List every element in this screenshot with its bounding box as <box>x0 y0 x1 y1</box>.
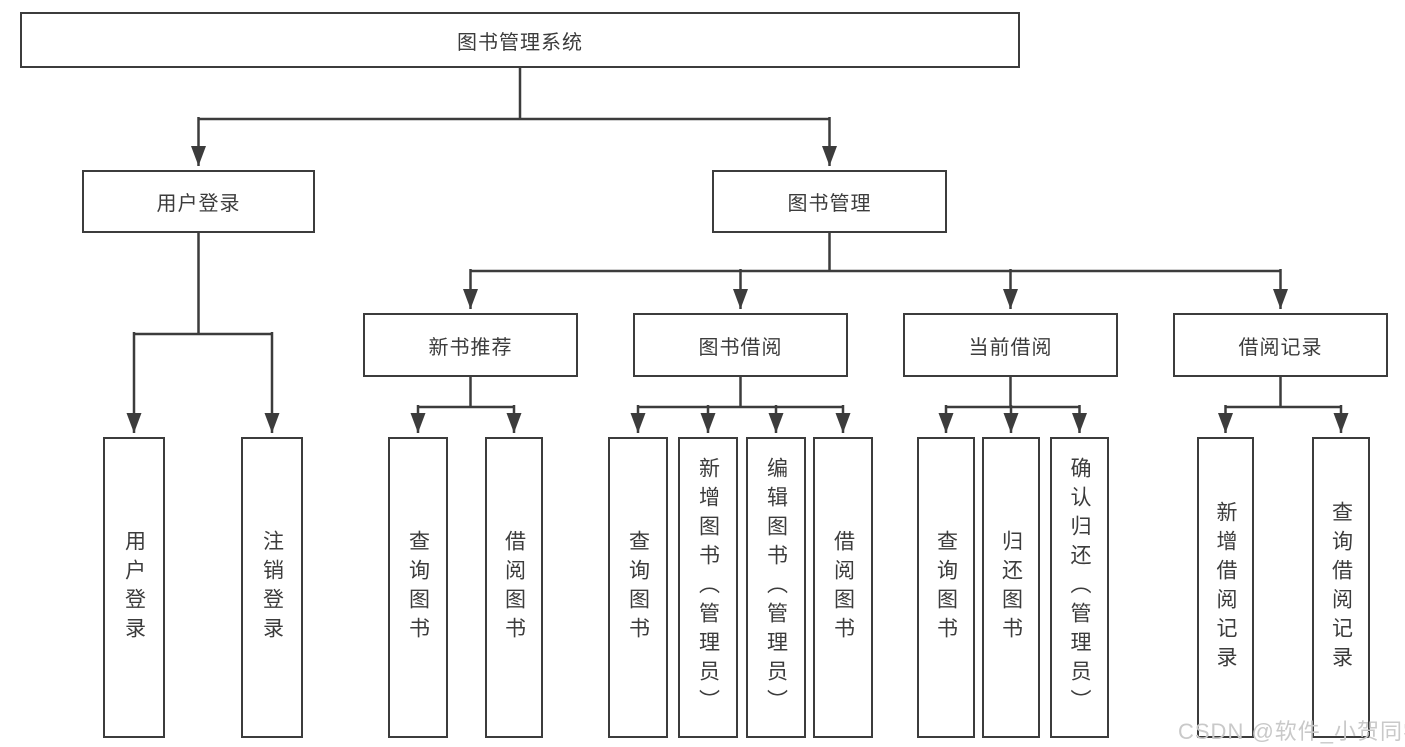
node-label: 查询借阅记录 <box>1329 500 1353 675</box>
node-label: 确认归还（管理员） <box>1068 457 1091 718</box>
node-book-management: 图书管理 <box>712 170 947 233</box>
node-label: 借阅图书 <box>831 529 855 646</box>
node-label: 查询图书 <box>934 529 958 646</box>
leaf-query-books-recommend: 查询图书 <box>388 437 448 738</box>
node-label: 借阅记录 <box>1238 336 1323 359</box>
leaf-edit-books-admin: 编辑图书（管理员） <box>746 437 806 738</box>
node-user-login: 用户登录 <box>82 170 315 233</box>
leaf-add-books-admin: 新增图书（管理员） <box>678 437 738 738</box>
node-label: 归还图书 <box>999 529 1023 646</box>
leaf-logout: 注销登录 <box>241 437 303 738</box>
leaf-query-books-borrowing: 查询图书 <box>608 437 668 738</box>
node-label: 查询图书 <box>406 529 430 646</box>
leaf-query-books-current: 查询图书 <box>917 437 975 738</box>
leaf-user-login: 用户登录 <box>103 437 165 738</box>
node-label: 图书借阅 <box>698 336 783 359</box>
leaf-confirm-return-admin: 确认归还（管理员） <box>1050 437 1109 738</box>
leaf-borrow-books: 借阅图书 <box>813 437 873 738</box>
node-label: 借阅图书 <box>502 529 526 646</box>
node-label: 当前借阅 <box>968 336 1053 359</box>
node-label: 新增借阅记录 <box>1214 500 1237 675</box>
node-label: 图书管理 <box>787 193 872 215</box>
node-label: 新增图书（管理员） <box>696 457 720 718</box>
node-label: 查询图书 <box>626 529 650 646</box>
node-borrowing-records: 借阅记录 <box>1173 313 1388 377</box>
node-book-borrowing: 图书借阅 <box>633 313 848 377</box>
node-label: 注销登录 <box>260 529 284 646</box>
node-label: 图书管理系统 <box>457 31 583 54</box>
csdn-watermark: CSDN @软件_小贺同学 <box>1178 719 1405 744</box>
node-label: 新书推荐 <box>428 336 513 359</box>
leaf-query-borrow-record: 查询借阅记录 <box>1312 437 1370 738</box>
node-new-book-recommend: 新书推荐 <box>363 313 578 377</box>
leaf-borrow-books-recommend: 借阅图书 <box>485 437 543 738</box>
leaf-add-borrow-record: 新增借阅记录 <box>1197 437 1254 738</box>
node-label: 编辑图书（管理员） <box>764 457 788 718</box>
leaf-return-books: 归还图书 <box>982 437 1040 738</box>
node-current-borrowing: 当前借阅 <box>903 313 1118 377</box>
node-label: 用户登录 <box>122 529 146 646</box>
node-library-management-system: 图书管理系统 <box>20 12 1020 68</box>
node-label: 用户登录 <box>156 193 241 215</box>
